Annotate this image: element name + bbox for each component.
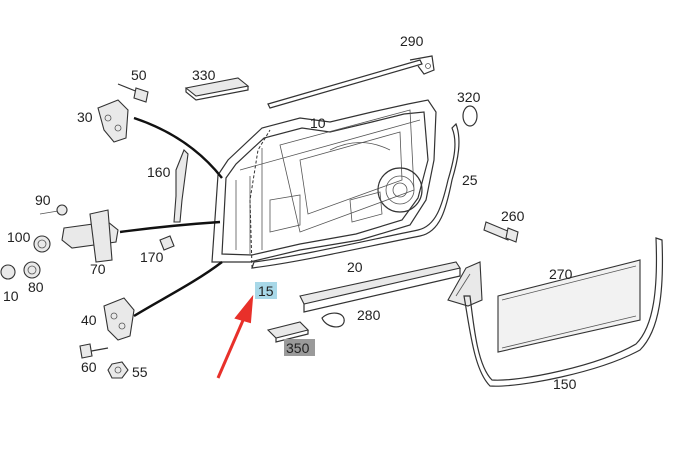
part-290-window-strip xyxy=(267,55,435,109)
callout-100: 100 xyxy=(7,229,31,245)
callout-90: 90 xyxy=(35,192,51,208)
callout-170: 170 xyxy=(140,249,164,265)
callout-55: 55 xyxy=(132,364,148,380)
callout-260: 260 xyxy=(501,208,525,224)
part-160-trim-strip xyxy=(173,149,189,223)
part-150-outer-seal xyxy=(463,237,664,387)
part-inner-frame xyxy=(447,261,483,307)
leader-lines xyxy=(119,116,223,318)
part-170-bumper xyxy=(159,235,175,251)
part-270-panel xyxy=(497,259,641,353)
callout-20: 20 xyxy=(347,259,363,275)
part-30-upper-hinge xyxy=(97,99,129,143)
part-260-pin xyxy=(483,221,519,243)
callout-320: 320 xyxy=(457,89,481,105)
part-70-check-strap xyxy=(0,204,119,280)
part-50-bolt xyxy=(117,83,149,103)
part-320-grommet xyxy=(462,105,478,127)
callout-15: 15 xyxy=(258,283,274,299)
highlight-15-box xyxy=(255,282,277,299)
part-350-bracket xyxy=(266,321,310,343)
callout-290: 290 xyxy=(400,33,424,49)
callout-40: 40 xyxy=(81,312,97,328)
callout-160: 160 xyxy=(147,164,171,180)
callout-10-bolt: 10 xyxy=(3,288,19,304)
red-pointer-arrow xyxy=(216,294,254,379)
part-60-bolt xyxy=(79,343,109,359)
callout-270: 270 xyxy=(549,266,573,282)
part-330-pad xyxy=(184,77,250,101)
callout-350: 350 xyxy=(286,340,310,356)
highlight-350-box xyxy=(284,339,315,356)
part-55-nut xyxy=(107,361,129,379)
part-280-sill-strip xyxy=(299,261,461,328)
part-10-door-shell xyxy=(211,99,437,263)
callout-60: 60 xyxy=(81,359,97,375)
part-40-lower-hinge xyxy=(103,297,135,341)
callout-150: 150 xyxy=(553,376,577,392)
callout-50: 50 xyxy=(131,67,147,83)
callout-70: 70 xyxy=(90,261,106,277)
part-20-25-seal xyxy=(249,122,460,269)
callout-25: 25 xyxy=(462,172,478,188)
callout-10-door: 10 xyxy=(310,115,326,131)
callout-30: 30 xyxy=(77,109,93,125)
callout-280: 280 xyxy=(357,307,381,323)
callout-330: 330 xyxy=(192,67,216,83)
callout-80: 80 xyxy=(28,279,44,295)
